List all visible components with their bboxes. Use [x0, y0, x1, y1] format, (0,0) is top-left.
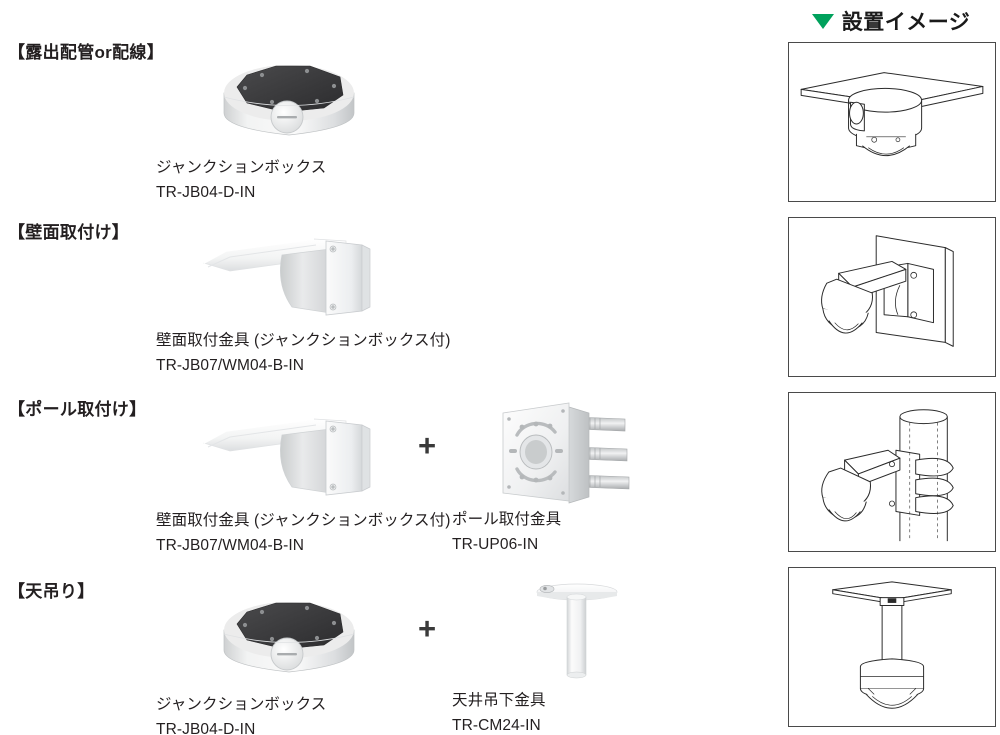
junction-box-illustration: [214, 587, 364, 687]
wall-mount-install-image: [788, 217, 996, 377]
product-model: TR-JB07/WM04-B-IN: [156, 357, 305, 374]
section-surface-conduit: 【露出配管or配線】: [0, 0, 770, 205]
ceiling-pendant-illustration: [522, 570, 632, 685]
product-name: 壁面取付金具 (ジャンクションボックス付): [156, 512, 451, 529]
product-name: 天井吊下金具: [452, 692, 546, 709]
section-title: 【天吊り】: [8, 582, 95, 601]
plus-separator: +: [418, 611, 437, 646]
pole-bracket-illustration: [497, 397, 647, 512]
product-model: TR-JB04-D-IN: [156, 184, 256, 201]
plus-separator: +: [418, 428, 437, 463]
product-name: 壁面取付金具 (ジャンクションボックス付): [156, 332, 451, 349]
product-model: TR-JB04-D-IN: [156, 721, 256, 735]
section-title: 【ポール取付け】: [8, 400, 147, 419]
product-model: TR-CM24-IN: [452, 717, 541, 734]
product-model: TR-JB07/WM04-B-IN: [156, 537, 305, 554]
install-image-header-label: 設置イメージ: [841, 11, 971, 34]
section-pole-mount: 【ポール取付け】 壁面取付金具 (ジャンクションボックス付) TR-JB07/W: [0, 385, 770, 565]
install-image-header: 設置イメージ: [786, 6, 996, 36]
junction-box-illustration: [214, 50, 364, 150]
section-title: 【壁面取付け】: [8, 223, 130, 242]
triangle-down-icon: [811, 13, 834, 29]
section-title: 【露出配管or配線】: [8, 43, 164, 62]
wall-bracket-illustration: [196, 223, 376, 323]
ceiling-pendant-install-image: [788, 567, 996, 727]
section-ceiling-hang: 【天吊り】: [0, 565, 770, 735]
pole-mount-install-image: [788, 392, 996, 552]
product-name: ジャンクションボックス: [156, 696, 327, 713]
product-name: ポール取付金具: [452, 511, 562, 528]
wall-bracket-illustration: [196, 403, 376, 503]
product-model: TR-UP06-IN: [452, 536, 539, 553]
product-name: ジャンクションボックス: [156, 159, 327, 176]
section-wall-mount: 【壁面取付け】: [0, 205, 770, 385]
surface-conduit-install-image: [788, 42, 996, 202]
